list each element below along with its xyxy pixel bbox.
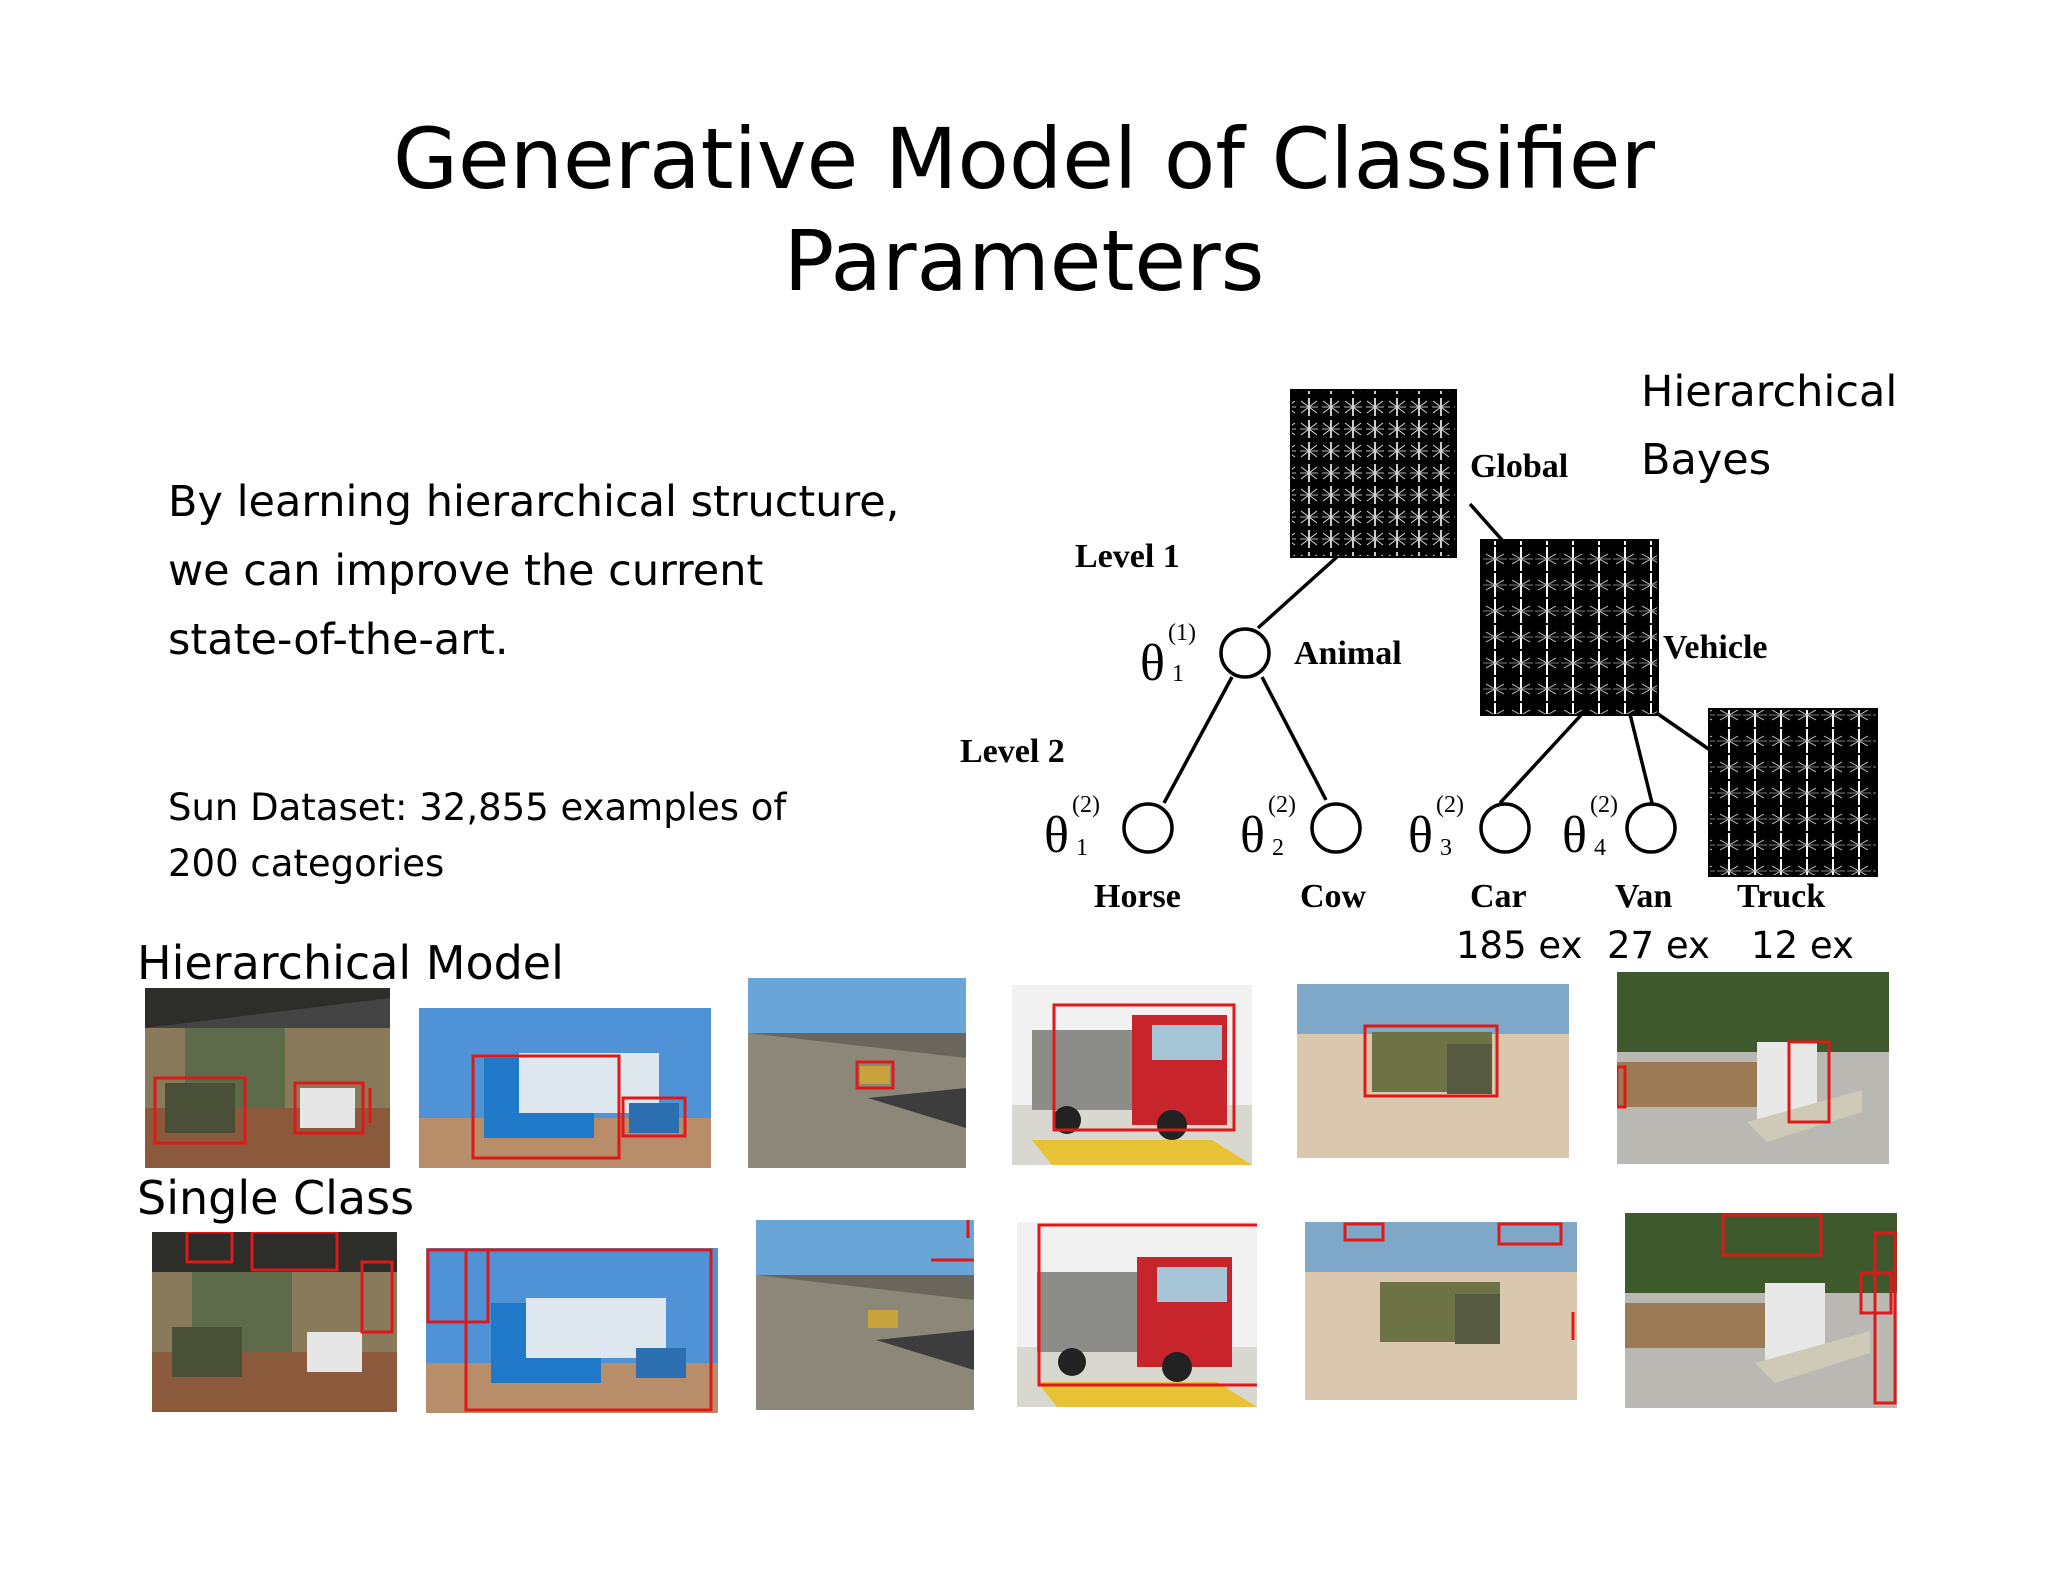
hierarchical-bayes-label: Hierarchical Bayes [1641, 358, 1897, 494]
single-class-label: Single Class [137, 1171, 415, 1225]
detection-box [621, 1096, 687, 1138]
detection-box [250, 1232, 339, 1272]
level1-label: Level 1 [1075, 538, 1180, 575]
theta-subscript: 1 [1076, 835, 1088, 861]
node-horse [1122, 802, 1174, 854]
detection-photo [426, 1248, 718, 1413]
intro-text: By learning hierarchical structure, we c… [168, 468, 899, 675]
edge-animal-horse [1162, 676, 1234, 804]
theta-symbol: θ [1044, 807, 1069, 864]
detection-box [855, 1060, 895, 1090]
detection-photo [419, 1008, 711, 1168]
theta-subscript: 2 [1272, 835, 1284, 861]
theta-subscript: 1 [1172, 661, 1184, 687]
node-car [1479, 802, 1531, 854]
intro-line: state-of-the-art. [168, 615, 509, 665]
detection-box [464, 1248, 713, 1412]
dataset-line: 200 categories [168, 842, 445, 885]
detection-box [1052, 1003, 1236, 1132]
theta-superscript: (1) [1168, 620, 1196, 646]
global-label: Global [1470, 448, 1568, 485]
detection-box [1343, 1222, 1385, 1242]
level2-label: Level 2 [960, 733, 1065, 770]
detection-photo [756, 1220, 974, 1410]
vehicle-filter-image [1480, 539, 1659, 716]
detection-photo [1617, 972, 1889, 1164]
theta-symbol: θ [1240, 807, 1265, 864]
dataset-text: Sun Dataset: 32,855 examples of 200 cate… [168, 780, 786, 892]
truck-filter-image [1708, 708, 1878, 877]
leaf-label-horse: Horse [1094, 878, 1181, 915]
theta-symbol: θ [1408, 807, 1433, 864]
intro-line: By learning hierarchical structure, [168, 477, 900, 527]
detection-photo [748, 978, 966, 1168]
leaf-label-car: Car [1470, 878, 1527, 915]
leaf-label-cow: Cow [1300, 878, 1367, 915]
node-animal [1219, 627, 1271, 679]
edge-vehicle-van [1628, 713, 1654, 804]
detection-photo [1017, 1222, 1257, 1407]
detection-photo [1305, 1222, 1577, 1400]
detection-box [360, 1260, 394, 1334]
hb-line: Hierarchical [1641, 367, 1898, 417]
slide-title: Generative Model of Classifier Parameter… [0, 108, 2048, 312]
detection-photo [152, 1232, 397, 1412]
detection-photo [145, 988, 390, 1168]
theta-symbol: θ [1562, 807, 1587, 864]
detection-box [426, 1248, 490, 1324]
title-line-2: Parameters [783, 212, 1265, 310]
detection-box [471, 1054, 621, 1160]
theta-superscript: (2) [1072, 792, 1100, 818]
theta-superscript: (2) [1436, 792, 1464, 818]
detection-box [153, 1076, 247, 1145]
example-count-car: 185 ex [1456, 924, 1582, 967]
detection-box [293, 1081, 365, 1135]
title-line-1: Generative Model of Classifier [392, 110, 1656, 208]
detection-box [1787, 1040, 1831, 1124]
node-van [1625, 802, 1677, 854]
leaf-label-van: Van [1615, 878, 1672, 915]
vehicle-label: Vehicle [1663, 629, 1768, 666]
edge-global-vehicle [1468, 502, 1504, 542]
theta-superscript: (2) [1590, 792, 1618, 818]
detection-box [1497, 1222, 1563, 1246]
detection-box [1037, 1223, 1257, 1387]
detection-photo [1625, 1213, 1897, 1408]
theta-symbol: θ [1140, 635, 1165, 692]
theta-subscript: 3 [1440, 835, 1452, 861]
global-filter-image [1290, 389, 1457, 558]
example-count-van: 27 ex [1607, 924, 1710, 967]
theta-subscript: 4 [1594, 835, 1606, 861]
detection-box [1859, 1271, 1893, 1315]
theta-labels: θ (1) 1 θ (2) 1 θ (2) 2 θ (2) 3 θ (2) 4 [1044, 620, 1618, 864]
intro-line: we can improve the current [168, 546, 764, 596]
example-count-truck: 12 ex [1751, 924, 1854, 967]
dataset-line: Sun Dataset: 32,855 examples of [168, 786, 787, 829]
hierarchical-model-label: Hierarchical Model [137, 936, 564, 990]
hierarchy-diagram: Global Level 1 Level 2 Animal Vehicle θ … [960, 389, 1878, 967]
tree-edges [1162, 502, 1711, 805]
detection-photo [1012, 985, 1252, 1165]
edge-vehicle-car [1498, 712, 1584, 805]
detection-box [1617, 1065, 1627, 1109]
leaf-label-truck: Truck [1737, 878, 1825, 915]
edge-animal-cow [1260, 676, 1328, 801]
detection-box [1363, 1024, 1499, 1098]
node-cow [1310, 802, 1362, 854]
edge-global-animal [1256, 554, 1340, 630]
theta-superscript: (2) [1268, 792, 1296, 818]
hb-line: Bayes [1641, 435, 1772, 485]
detection-photo [1297, 984, 1569, 1158]
detection-box [185, 1232, 234, 1264]
detection-box [1721, 1213, 1823, 1257]
detection-box [1873, 1231, 1897, 1405]
animal-label: Animal [1294, 635, 1402, 672]
edge-vehicle-truck [1657, 712, 1711, 752]
